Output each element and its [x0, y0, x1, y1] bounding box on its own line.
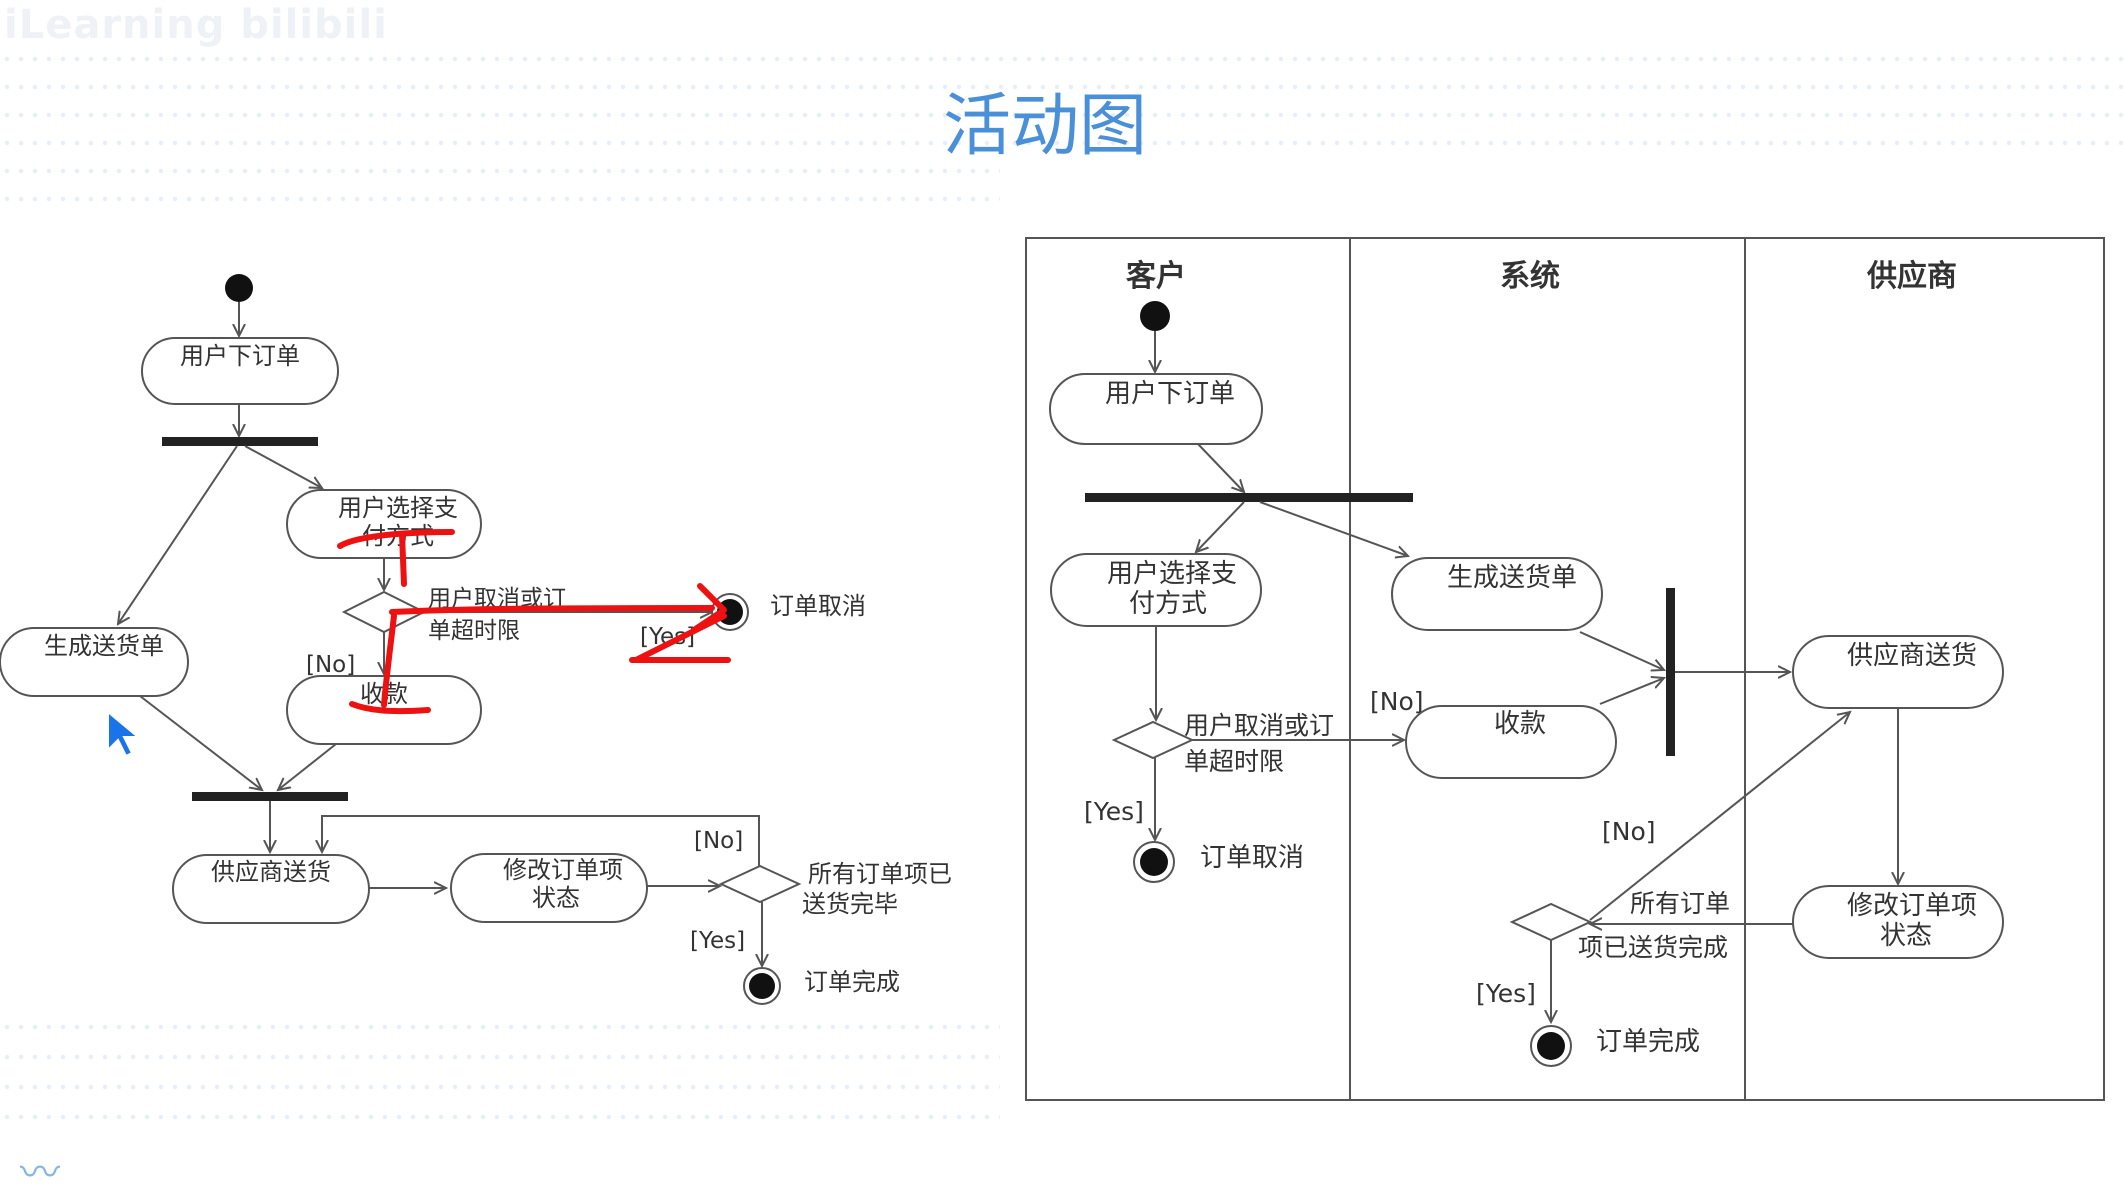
background-dots	[0, 1110, 1000, 1124]
right-choose-pay-label-2: 付方式	[1129, 589, 1207, 619]
left-order-cancel-label: 订单取消	[770, 592, 866, 620]
left-supplier-ship-label: 供应商送货	[211, 858, 331, 886]
left-modify-label-1: 修改订单项	[503, 856, 623, 884]
right-order-cancel-label: 订单取消	[1200, 843, 1304, 873]
left-gen-delivery-label: 生成送货单	[44, 632, 164, 660]
right-gen-delivery-label: 生成送货单	[1447, 563, 1577, 593]
background-dots	[0, 192, 1000, 206]
right-all-shipped-2: 项已送货完成	[1578, 933, 1728, 962]
left-no-guard-2: [No]	[694, 828, 743, 854]
lane-header-supplier: 供应商	[1866, 259, 1957, 294]
left-node-modify-status	[450, 853, 648, 923]
right-choose-pay-label-1: 用户选择支	[1107, 559, 1237, 589]
diagram-canvas: 用户下订单 用户选择支 付方式 生成送货单 用户取消或订 单超时限 [Yes] …	[0, 237, 2105, 1101]
lane-header-customer: 客户	[1126, 259, 1186, 294]
right-user-order-label: 用户下订单	[1105, 379, 1235, 409]
right-yes-guard-2: [Yes]	[1476, 979, 1536, 1008]
watermark: iLearning bilibili	[4, 2, 388, 48]
background-dots	[0, 108, 2125, 122]
left-start-node	[225, 274, 253, 302]
right-collect-label: 收款	[1494, 709, 1546, 739]
right-start-node	[1140, 301, 1170, 331]
background-dots	[0, 52, 2125, 66]
right-node-collect	[1405, 705, 1617, 779]
right-no-guard-2: [No]	[1602, 817, 1656, 846]
right-node-generate-delivery	[1391, 557, 1603, 631]
red-annotation-strokes	[337, 529, 731, 715]
right-swimlane-diagram: 客户 系统 供应商 用户下订单 用户选择支 付方式 生成送货单 用户取消或订 单…	[1025, 237, 2105, 1101]
right-decision-all-shipped	[1509, 902, 1593, 942]
right-modify-label-1: 修改订单项	[1847, 891, 1977, 921]
right-cancel-guard-1: 用户取消或订	[1184, 711, 1334, 740]
left-node-generate-delivery	[0, 627, 189, 697]
left-fork-bar	[162, 437, 318, 446]
left-no-guard-1: [No]	[306, 652, 355, 678]
left-cancel-guard-2: 单超时限	[428, 618, 520, 644]
right-cancel-guard-2: 单超时限	[1184, 747, 1284, 776]
right-node-user-order	[1049, 373, 1263, 445]
right-yes-guard-1: [Yes]	[1084, 797, 1144, 826]
right-all-shipped-1: 所有订单	[1630, 889, 1730, 918]
left-modify-label-2: 状态	[532, 884, 580, 912]
left-choose-pay-label-1: 用户选择支	[338, 494, 458, 522]
right-supplier-ship-label: 供应商送货	[1847, 641, 1977, 671]
handwriting-mark-icon: 〰	[20, 1150, 60, 1196]
background-dots	[0, 164, 1000, 178]
right-modify-label-2: 状态	[1880, 921, 1932, 951]
background-dots	[0, 1050, 1000, 1064]
background-dots	[0, 1020, 1000, 1034]
left-activity-diagram: 用户下订单 用户选择支 付方式 生成送货单 用户取消或订 单超时限 [Yes] …	[0, 274, 952, 1005]
slide-title: 活动图	[942, 87, 1147, 166]
left-decision-all-shipped	[718, 864, 802, 904]
right-fork-bar	[1085, 493, 1413, 502]
background-dots	[0, 80, 2125, 94]
right-join-bar	[1666, 588, 1675, 756]
left-yes-guard-2: [Yes]	[690, 928, 745, 954]
left-order-done-label: 订单完成	[804, 968, 900, 996]
left-all-shipped-1: 所有订单项已	[808, 860, 952, 888]
left-join-bar	[192, 792, 348, 801]
right-node-modify-status	[1792, 885, 2004, 959]
background-dots	[0, 136, 2125, 150]
left-all-shipped-2: 送货完毕	[802, 890, 898, 918]
left-user-order-label: 用户下订单	[180, 342, 300, 370]
background-dots	[0, 1080, 1000, 1094]
lane-header-system: 系统	[1500, 259, 1560, 294]
right-no-guard-1: [No]	[1370, 687, 1424, 716]
mouse-cursor-icon	[107, 709, 141, 758]
right-order-done-label: 订单完成	[1596, 1027, 1700, 1057]
